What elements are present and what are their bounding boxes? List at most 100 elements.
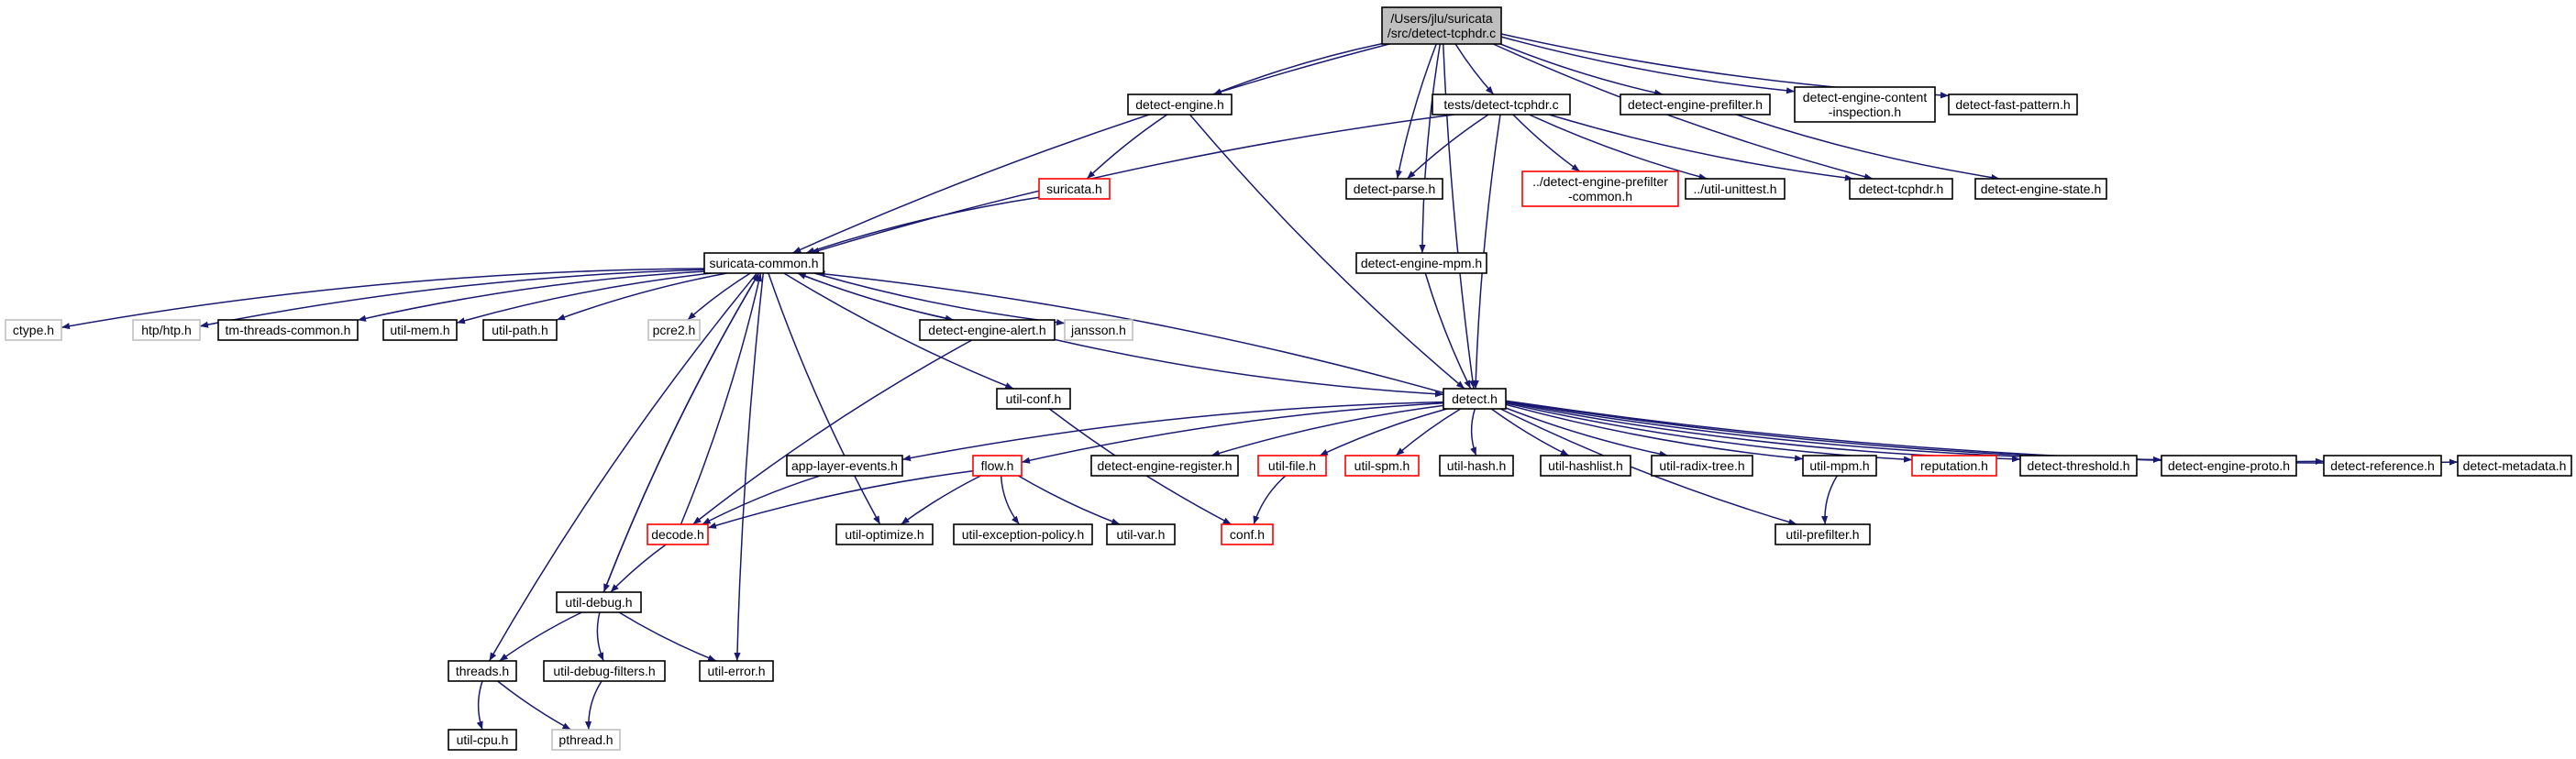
node-suricata-h[interactable]: suricata.h — [1038, 178, 1111, 200]
node-box — [1651, 455, 1753, 477]
edge-detect-engine-h-to-detect-h — [1188, 114, 1465, 390]
node-box — [1794, 86, 1936, 123]
node-detect-engine-alert-h[interactable]: detect-engine-alert.h — [919, 319, 1056, 341]
node-box — [1257, 455, 1327, 477]
edge-detect-h-to-util-radix-tree-h — [1505, 407, 1668, 457]
edge-root-to-detect-tcphdr-h — [1492, 43, 1874, 181]
node-threads-h[interactable]: threads.h — [448, 660, 517, 682]
node-util-exception-policy-h[interactable]: util-exception-policy.h — [953, 523, 1093, 545]
node-label: util-debug.h — [565, 595, 632, 610]
node-detect-engine-state-h[interactable]: detect-engine-state.h — [1974, 178, 2107, 200]
edge-detect-h-to-detect-reference-h — [1505, 400, 2325, 465]
node-detect-engine-h[interactable]: detect-engine.h — [1127, 94, 1233, 116]
edge-detect-engine-alert-h-to-detect-h — [1054, 338, 1444, 398]
edge-suricata-common-h-to-util-path-h — [556, 272, 728, 321]
node-util-mpm-h[interactable]: util-mpm.h — [1802, 455, 1877, 477]
node-detect-engine-proto-h[interactable]: detect-engine-proto.h — [2161, 455, 2297, 477]
node-detect-engine-content-inspection-h[interactable]: detect-engine-content-inspection.h — [1794, 86, 1936, 123]
nodes-layer: /Users/jlu/suricata/src/detect-tcphdr.c d… — [5, 6, 2572, 751]
edge-root-to-detect-engine-content-inspection-h — [1500, 36, 1796, 94]
node-util-prefilter-h[interactable]: util-prefilter.h — [1774, 523, 1871, 545]
node-util-file-h[interactable]: util-file.h — [1257, 455, 1327, 477]
edge-suricata-h-to-suricata-common-h — [805, 196, 1040, 254]
node-util-unittest-h[interactable]: ../util-unittest.h — [1685, 178, 1786, 200]
node-box — [1355, 252, 1487, 274]
edge-tests-detect-tcphdr-c-to-detect-h — [1472, 114, 1501, 390]
node-box — [835, 523, 934, 545]
node-util-debug-h[interactable]: util-debug.h — [556, 591, 642, 613]
node-detect-reference-h[interactable]: detect-reference.h — [2323, 455, 2442, 477]
node-flow-h[interactable]: flow.h — [972, 455, 1023, 477]
node-util-optimize-h[interactable]: util-optimize.h — [835, 523, 934, 545]
edge-detect-h-to-detect-engine-proto-h — [1505, 401, 2162, 464]
node-jansson-h[interactable]: jansson.h — [1064, 319, 1133, 341]
edge-util-file-h-to-conf-h — [1253, 475, 1287, 525]
node-suricata-common-h[interactable]: suricata-common.h — [703, 252, 824, 274]
node-util-error-h[interactable]: util-error.h — [699, 660, 774, 682]
edge-detect-engine-alert-h-to-suricata-common-h — [797, 272, 954, 321]
node-util-path-h[interactable]: util-path.h — [482, 319, 558, 341]
node-box — [1038, 178, 1111, 200]
edge-detect-h-to-flow-h — [1021, 402, 1444, 464]
node-util-cpu-h[interactable]: util-cpu.h — [448, 729, 517, 751]
node-detect-tcphdr-h[interactable]: detect-tcphdr.h — [1849, 178, 1953, 200]
node-box — [919, 319, 1056, 341]
node-label: reputation.h — [1920, 458, 1988, 473]
node-detect-engine-prefilter-h[interactable]: detect-engine-prefilter.h — [1620, 94, 1771, 116]
node-detect-threshold-h[interactable]: detect-threshold.h — [2019, 455, 2138, 477]
node-htp-htp-h[interactable]: htp/htp.h — [132, 319, 201, 341]
edge-tests-detect-tcphdr-c-to-detect-engine-prefilter-common-h — [1512, 114, 1581, 172]
edge-util-mpm-h-to-util-prefilter-h — [1821, 475, 1838, 525]
node-detect-engine-mpm-h[interactable]: detect-engine-mpm.h — [1355, 252, 1487, 274]
node-label: detect-engine-mpm.h — [1361, 256, 1482, 270]
node-detect-metadata-h[interactable]: detect-metadata.h — [2457, 455, 2572, 477]
node-pthread-h[interactable]: pthread.h — [551, 729, 621, 751]
edge-detect-h-to-util-hash-h — [1470, 408, 1477, 456]
node-box — [1620, 94, 1771, 116]
node-util-mem-h[interactable]: util-mem.h — [382, 319, 458, 341]
node-box — [953, 523, 1093, 545]
node-box — [2323, 455, 2442, 477]
edge-suricata-common-h-to-util-error-h — [734, 272, 765, 662]
node-box — [448, 729, 517, 751]
node-label: util-mem.h — [390, 323, 449, 337]
edge-detect-h-to-util-hashlist-h — [1490, 408, 1570, 456]
node-util-conf-h[interactable]: util-conf.h — [996, 388, 1071, 410]
node-util-hashlist-h[interactable]: util-hashlist.h — [1540, 455, 1631, 477]
node-tests-detect-tcphdr-c[interactable]: tests/detect-tcphdr.c — [1432, 94, 1571, 116]
node-label: detect-fast-pattern.h — [1955, 97, 2070, 112]
node-util-spm-h[interactable]: util-spm.h — [1344, 455, 1420, 477]
edge-suricata-common-h-to-tm-threads-common-h — [357, 270, 705, 322]
node-util-radix-tree-h[interactable]: util-radix-tree.h — [1651, 455, 1753, 477]
node-util-debug-filters-h[interactable]: util-debug-filters.h — [543, 660, 666, 682]
node-label: /Users/jlu/suricata — [1390, 11, 1492, 26]
node-label: util-hash.h — [1447, 458, 1507, 473]
node-box — [1432, 94, 1571, 116]
node-box — [382, 319, 458, 341]
node-label: tests/detect-tcphdr.c — [1443, 97, 1558, 112]
node-tm-threads-common-h[interactable]: tm-threads-common.h — [217, 319, 359, 341]
edge-suricata-common-h-to-htp-htp-h — [199, 269, 705, 328]
node-detect-engine-prefilter-common-h[interactable]: ../detect-engine-prefilter-common.h — [1521, 170, 1679, 207]
edge-tests-detect-tcphdr-c-to-suricata-common-h — [810, 114, 1454, 254]
node-pcre2-h[interactable]: pcre2.h — [647, 319, 701, 341]
node-detect-engine-register-h[interactable]: detect-engine-register.h — [1090, 455, 1239, 477]
node-label: detect-tcphdr.h — [1859, 182, 1944, 196]
node-util-hash-h[interactable]: util-hash.h — [1439, 455, 1514, 477]
edge-detect-engine-h-to-suricata-h — [1086, 114, 1168, 180]
edge-root-to-detect-engine-h — [1212, 42, 1383, 95]
edge-detect-h-to-util-mpm-h — [1505, 403, 1804, 462]
node-box — [2019, 455, 2138, 477]
node-reputation-h[interactable]: reputation.h — [1911, 455, 1997, 477]
node-detect-fast-pattern-h[interactable]: detect-fast-pattern.h — [1948, 94, 2078, 116]
node-conf-h[interactable]: conf.h — [1221, 523, 1274, 545]
node-detect-h[interactable]: detect.h — [1443, 388, 1507, 410]
node-box — [1774, 523, 1871, 545]
node-decode-h[interactable]: decode.h — [647, 523, 709, 545]
node-app-layer-events-h[interactable]: app-layer-events.h — [786, 455, 903, 477]
node-detect-parse-h[interactable]: detect-parse.h — [1345, 178, 1443, 200]
node-root[interactable]: /Users/jlu/suricata/src/detect-tcphdr.c — [1381, 6, 1502, 45]
node-util-var-h[interactable]: util-var.h — [1106, 523, 1176, 545]
node-ctype-h[interactable]: ctype.h — [5, 319, 62, 341]
node-label: suricata-common.h — [709, 256, 818, 270]
